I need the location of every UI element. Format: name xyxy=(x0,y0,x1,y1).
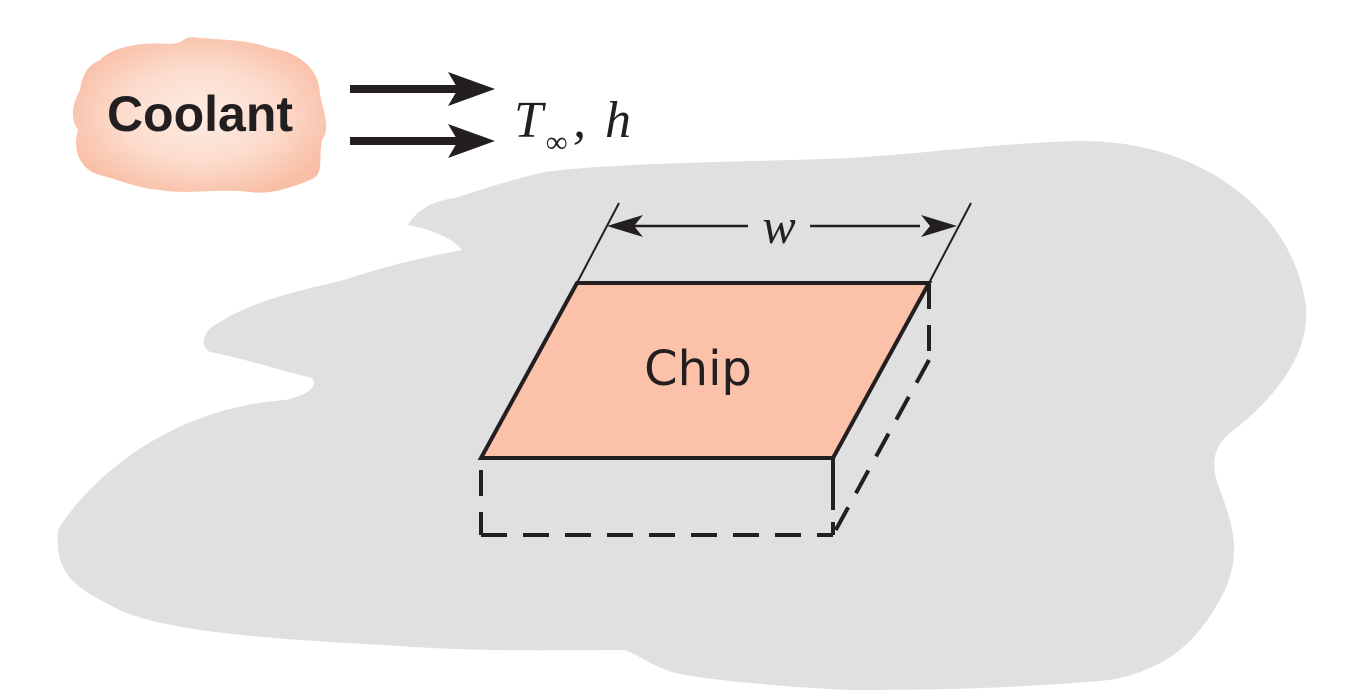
separator-comma: , xyxy=(573,92,586,149)
dimension-arrowhead-left-icon xyxy=(607,215,643,237)
dimension-arrowhead-right-icon xyxy=(921,215,957,237)
arrowhead-icon xyxy=(448,124,495,158)
chip-hidden-edges xyxy=(479,283,931,537)
arrowhead-icon xyxy=(448,72,495,106)
width-dimension xyxy=(576,202,972,284)
extension-line-right xyxy=(928,202,972,284)
flow-arrow-bottom xyxy=(350,124,495,158)
chip-label: Chip xyxy=(644,341,752,397)
temperature-symbol: T xyxy=(514,92,546,149)
coolant-label: Coolant xyxy=(107,86,293,142)
extension-line-left xyxy=(576,202,620,284)
heat-transfer-coefficient-symbol: h xyxy=(605,92,631,149)
coolant-cloud xyxy=(72,37,327,193)
infinity-subscript: ∞ xyxy=(546,126,567,159)
width-label: w xyxy=(762,198,795,254)
flow-arrow-top xyxy=(350,72,495,106)
